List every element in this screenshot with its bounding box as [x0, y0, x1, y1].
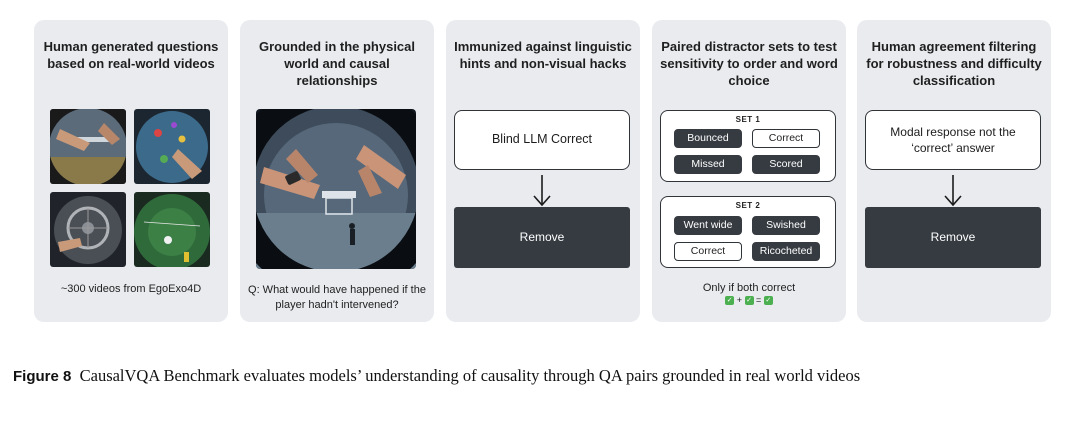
option-chip-correct: Correct	[674, 242, 742, 261]
both-correct-note: Only if both correct	[702, 282, 796, 294]
video-frame-basketball	[256, 109, 416, 269]
remove-box: Remove	[865, 207, 1041, 268]
video-thumbnail-basketball-hoop	[50, 109, 126, 184]
panel-paired-distractors: Paired distractor sets to test sensitivi…	[652, 20, 846, 322]
modal-response-box: Modal response not the ‘correct’ answer	[865, 110, 1041, 170]
question-text: Q: What would have happened if the playe…	[248, 284, 426, 311]
panel-footer: ~300 videos from EgoExo4D	[60, 283, 202, 295]
down-arrow-icon	[533, 175, 551, 207]
option-chip: Swished	[752, 216, 820, 235]
panel-grounded: Grounded in the physical world and causa…	[240, 20, 434, 322]
check-icon: ✓	[763, 296, 773, 306]
distractor-set-2: SET 2 Went wide Swished Correct Ricochet…	[660, 196, 836, 268]
figure-label: Figure 8	[13, 368, 72, 385]
panel-title: Human agreement filtering for robustness…	[866, 39, 1042, 88]
panel-immunized: Immunized against linguistic hints and n…	[446, 20, 640, 322]
distractor-set-1: SET 1 Bounced Correct Missed Scored	[660, 110, 836, 182]
remove-box: Remove	[454, 207, 630, 268]
down-arrow-icon	[944, 175, 962, 207]
blind-llm-correct-box: Blind LLM Correct	[454, 110, 630, 170]
plus-sign: +	[736, 295, 742, 305]
option-chip: Bounced	[674, 129, 742, 148]
check-icon: ✓	[725, 296, 735, 306]
option-chip: Scored	[752, 155, 820, 174]
panel-title: Grounded in the physical world and causa…	[258, 39, 416, 88]
set-label: SET 2	[735, 201, 761, 210]
panel-human-agreement: Human agreement filtering for robustness…	[857, 20, 1051, 322]
option-chip: Missed	[674, 155, 742, 174]
option-chip: Went wide	[674, 216, 742, 235]
option-chip: Ricocheted	[752, 242, 820, 261]
set-label: SET 1	[735, 115, 761, 124]
equals-sign: =	[756, 295, 762, 305]
video-thumbnail-climbing-wall	[134, 109, 210, 184]
panel-title: Immunized against linguistic hints and n…	[454, 39, 632, 71]
panel-title: Human generated questions based on real-…	[43, 39, 219, 71]
check-equation: ✓ + ✓ = ✓	[658, 295, 840, 306]
caption-text: CausalVQA Benchmark evaluates models’ un…	[79, 366, 861, 385]
video-thumbnail-soccer-field	[134, 192, 210, 267]
panel-human-generated: Human generated questions based on real-…	[34, 20, 228, 322]
check-icon: ✓	[744, 296, 754, 306]
panel-title: Paired distractor sets to test sensitivi…	[660, 39, 838, 88]
option-chip-correct: Correct	[752, 129, 820, 148]
figure-caption: Figure 8 CausalVQA Benchmark evaluates m…	[13, 366, 1068, 387]
video-thumbnail-bike-repair	[50, 192, 126, 267]
